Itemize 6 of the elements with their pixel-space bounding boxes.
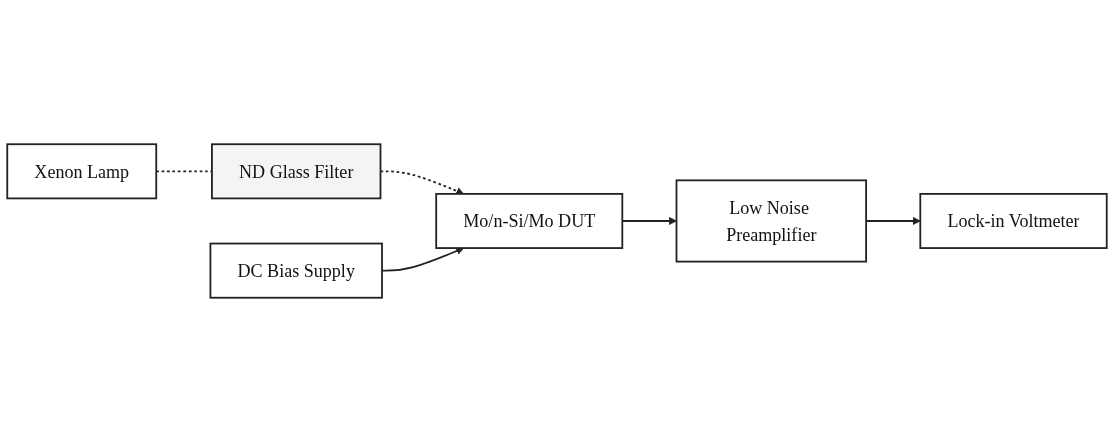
node-box: ND Glass Filter	[211, 142, 382, 199]
node-box: Mo/n-Si/Mo DUT	[435, 192, 624, 249]
node-box: Lock-in Voltmeter	[919, 192, 1108, 249]
node-box: Low Noise Preamplifier	[675, 178, 868, 263]
node-box: Xenon Lamp	[6, 142, 158, 199]
node-box: DC Bias Supply	[209, 242, 383, 299]
